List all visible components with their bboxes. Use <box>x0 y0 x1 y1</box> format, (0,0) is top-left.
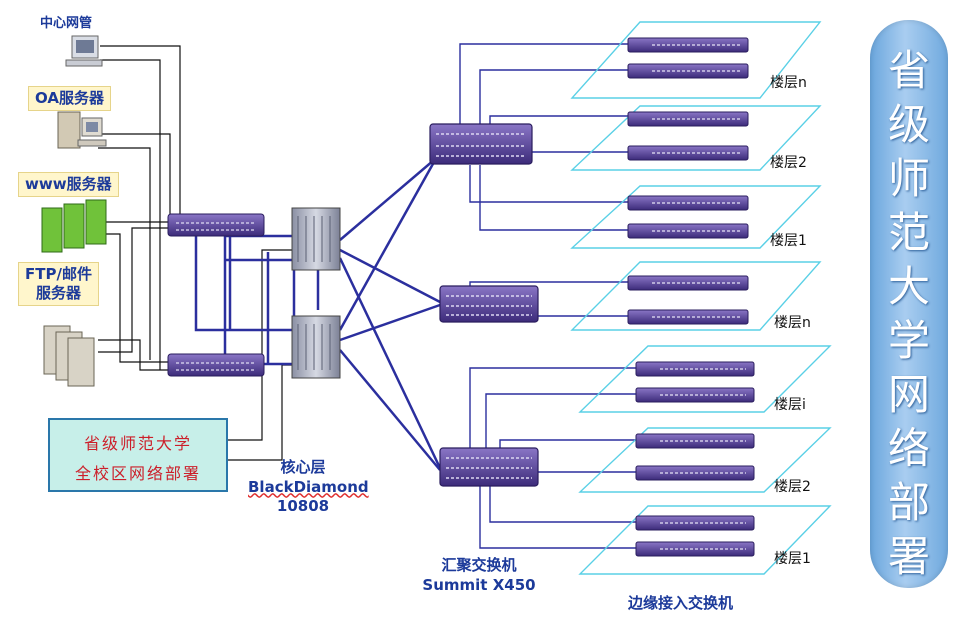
edge-links <box>459 43 636 549</box>
title-banner: 省级师范大学网络部署 <box>870 20 948 588</box>
core-line-1: 核心层 <box>280 458 326 476</box>
ftp-line-2: 服务器 <box>35 283 81 302</box>
core-line-2: BlackDiamond <box>248 477 369 496</box>
note-line-2: 全校区网络部署 <box>74 464 201 483</box>
floor-label: 楼层n <box>774 315 811 331</box>
floor-label: 楼层1 <box>770 233 807 249</box>
core-chassis <box>291 207 341 379</box>
label-center-management: 中心网管 <box>40 16 93 31</box>
server-tower-icon <box>57 111 107 149</box>
aggregation-label: 汇聚交换机 Summit X450 <box>416 556 542 595</box>
aggregation-line-2: Summit X450 <box>422 575 536 594</box>
floor-label: 楼层2 <box>770 155 807 171</box>
deployment-note-box: 省级师范大学 全校区网络部署 <box>48 418 228 492</box>
label-ftp-mail-server: FTP/邮件 服务器 <box>18 262 99 306</box>
server-rack-icon <box>41 199 107 253</box>
banner-title: 省级师范大学网络部署 <box>887 46 930 581</box>
edge-switch-label: 边缘接入交换机 <box>628 594 734 612</box>
core-line-3: 10808 <box>276 497 330 515</box>
computer-icon <box>65 35 103 67</box>
floor-label: 楼层1 <box>774 551 811 567</box>
label-www-server: www服务器 <box>18 172 119 197</box>
floor-label: 楼层n <box>770 75 807 91</box>
floor-label: 楼层i <box>774 397 806 413</box>
server-cluster-icon <box>43 325 95 387</box>
server-cables <box>98 45 181 371</box>
floor-planes <box>570 21 832 575</box>
note-line-1: 省级师范大学 <box>83 434 192 453</box>
edge-switches <box>627 37 755 557</box>
core-layer-label: 核心层 BlackDiamond 10808 <box>248 458 369 517</box>
aggregation-line-1: 汇聚交换机 <box>441 556 517 574</box>
aggregation-switches <box>429 123 539 487</box>
floor-label: 楼层2 <box>774 479 811 495</box>
ftp-line-1: FTP/邮件 <box>25 265 92 283</box>
server-icons <box>41 35 107 387</box>
server-switches <box>167 213 265 377</box>
label-oa-server: OA服务器 <box>28 86 111 111</box>
